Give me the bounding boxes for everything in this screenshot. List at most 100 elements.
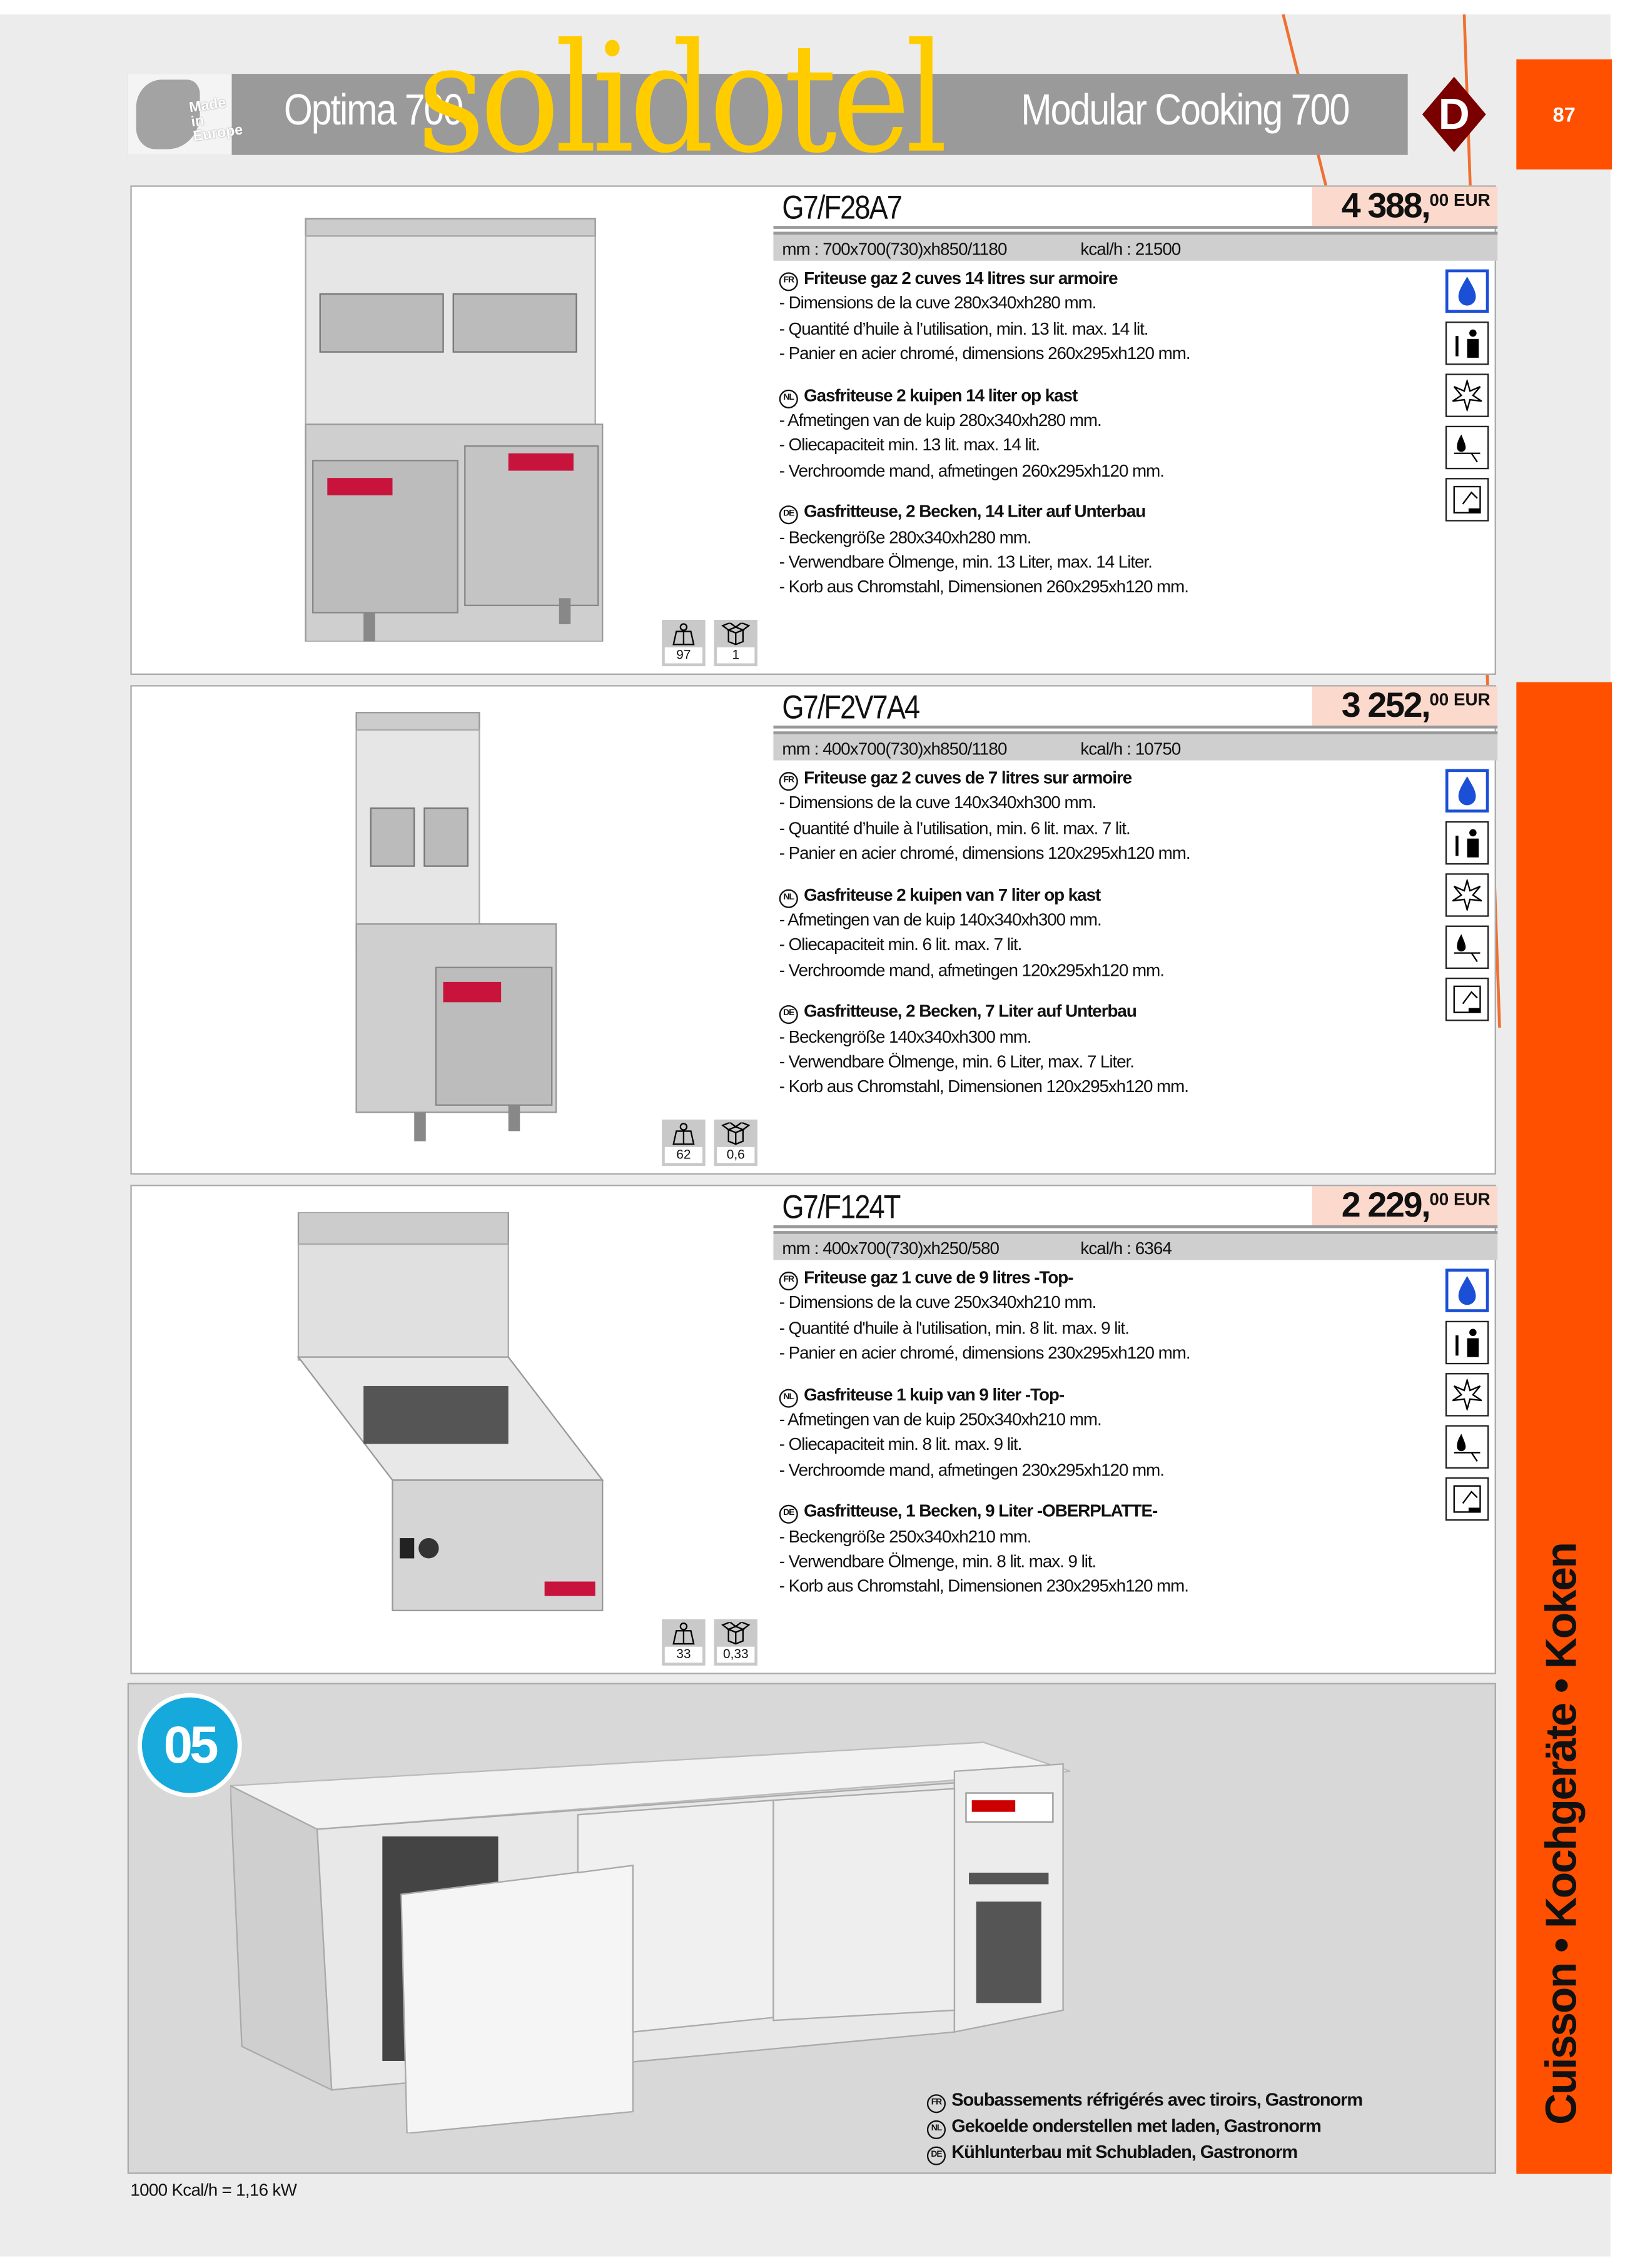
description-line: - Afmetingen van de kuip 280x340xh280 mm… [779,410,1102,430]
price-integer: 2 229, [1341,1186,1431,1225]
price-integer: 3 252, [1341,686,1431,726]
power-kcal: kcal/h : 6364 [1080,1238,1172,1259]
heading-text: Gasfriteuse 1 kuip van 9 liter -Top- [804,1384,1065,1405]
desc-text: Gekoelde onderstellen met laden, Gastron… [951,2115,1322,2137]
description-heading: NL Gasfriteuse 2 kuipen van 7 liter op ka… [779,883,1417,908]
cabinet-icon [1445,478,1489,522]
flag-nl-icon: NL [779,389,798,408]
page-number: 87 [1552,103,1576,126]
heading-text: Gasfritteuse, 2 Becken, 14 Liter auf Unt… [804,501,1146,522]
safety-thermostat-icon [1445,1425,1489,1469]
volume-indicator: 1 [714,620,758,667]
price-decimal-currency: 00 EUR [1429,190,1491,210]
heading-text: Gasfritteuse, 1 Becken, 9 Liter -OBERPLA… [804,1501,1158,1521]
description-line: - Dimensions de la cuve 250x340xh210 mm. [779,1292,1097,1313]
product-image [305,218,604,642]
description-line: - Quantité d'huile à l'utilisation, min.… [779,1317,1130,1339]
weight-icon [662,1120,705,1147]
weight-value: 33 [664,1646,703,1663]
box-icon [714,620,757,647]
heading-text: Friteuse gaz 2 cuves 14 litres sur armoi… [804,268,1118,288]
feature-icons [1445,1268,1489,1529]
feature-icons [1445,269,1489,530]
description-line: - Korb aus Chromstahl, Dimensionen 230x2… [779,1576,1189,1597]
desc-text: Kühlunterbau mit Schubladen, Gastronorm [951,2142,1298,2163]
heading-text: Gasfritteuse, 2 Becken, 7 Liter auf Unte… [804,1001,1137,1022]
description-line: - Korb aus Chromstahl, Dimensionen 260x2… [779,577,1189,598]
section-badge: 05 [137,1693,242,1798]
range-title: Modular Cooking 700 [1021,86,1350,135]
volume-indicator: 0,6 [714,1119,758,1166]
product-card: G7/F124T 2 229,00 EUR mm : 400x700(730)x… [130,1185,1498,1674]
description-line: - Beckengröße 140x340xh300 mm. [779,1026,1032,1047]
product-card: G7/F28A7 4 388,00 EUR mm : 700x700(730)x… [130,185,1498,676]
description-block-de: DE Gasfritteuse, 2 Becken, 7 Liter auf Un… [779,1000,1417,1100]
page-number-tab: 87 [1516,59,1612,170]
description-heading: DE Gasfritteuse, 2 Becken, 7 Liter auf Un… [779,1000,1417,1025]
dimensions: mm : 400x700(730)xh850/1180 [782,738,1007,759]
refrigerated-base-panel [127,1683,1496,2174]
flag-fr-icon: FR [779,1272,798,1291]
box-icon [714,1619,757,1647]
weight-value: 97 [664,647,703,664]
footer-note: 1000 Kcal/h = 1,16 kW [130,2179,297,2200]
description-heading: FR Friteuse gaz 1 cuve de 9 litres -Top- [779,1266,1417,1291]
price-box: 4 388,00 EUR [1312,186,1498,226]
flag-nl-icon: NL [779,888,798,908]
flag-nl-icon: NL [926,2120,946,2139]
piezo-ignition-icon [1445,873,1489,917]
description-line: - Quantité d’huile à l’utilisation, min.… [779,318,1149,339]
product-description: FR Friteuse gaz 2 cuves 14 litres sur arm… [779,266,1417,617]
heading-text: Gasfriteuse 2 kuipen van 7 liter op kast [804,884,1101,905]
product-card: G7/F2V7A4 3 252,00 EUR mm : 400x700(730)… [130,685,1498,1175]
dimensions: mm : 400x700(730)xh250/580 [782,1238,1000,1259]
description-line: - Oliecapaciteit min. 13 lit. max. 14 li… [779,435,1040,456]
description-heading: FR Friteuse gaz 2 cuves 14 litres sur arm… [779,266,1417,291]
series-title: Optima 700 [283,86,464,135]
cabinet-icon [1445,1477,1489,1521]
description-line: - Oliecapaciteit min. 6 lit. max. 7 lit. [779,934,1023,955]
heading-text: Friteuse gaz 1 cuve de 9 litres -Top- [804,1267,1073,1288]
volume-indicator: 0,33 [714,1619,758,1666]
description-block-nl: NL Gasfriteuse 1 kuip van 9 liter -Top- - … [779,1382,1417,1483]
product-title-row: G7/F28A7 4 388,00 EUR [773,186,1498,229]
description-line: - Verchroomde mand, afmetingen 230x295xh… [779,1459,1165,1481]
weight-icon [662,1619,705,1647]
desc-text: Soubassements réfrigérés avec tiroirs, G… [951,2090,1363,2110]
gas-flame-icon [1445,769,1489,813]
description-line: - Verchroomde mand, afmetingen 120x295xh… [779,959,1165,981]
power-kcal: kcal/h : 21500 [1080,239,1181,260]
description-heading: NL Gasfriteuse 2 kuipen 14 liter op kast [779,383,1417,408]
safety-thermostat-icon [1445,925,1489,969]
piezo-ignition-icon [1445,1373,1489,1417]
price-integer: 4 388, [1341,186,1431,226]
made-in-europe-text: Made in Europe [188,95,244,146]
product-code: G7/F124T [782,1187,901,1225]
description-heading: NL Gasfriteuse 1 kuip van 9 liter -Top- [779,1382,1417,1407]
weight-indicator: 33 [662,1619,706,1666]
heading-text: Gasfriteuse 2 kuipen 14 liter op kast [804,385,1078,405]
description-line: - Afmetingen van de kuip 140x340xh300 mm… [779,909,1102,930]
product-title-row: G7/F124T 2 229,00 EUR [773,1186,1498,1228]
product-description: FR Friteuse gaz 1 cuve de 9 litres -Top- -… [779,1266,1417,1616]
flag-de-icon: DE [926,2146,946,2165]
price-decimal-currency: 00 EUR [1429,689,1491,710]
flag-de-icon: DE [779,1005,798,1025]
product-code: G7/F28A7 [782,188,903,226]
box-icon [714,1120,757,1147]
heading-text: Friteuse gaz 2 cuves de 7 litres sur arm… [804,767,1132,788]
flag-nl-icon: NL [779,1388,798,1407]
description-line: - Panier en acier chromé, dimensions 260… [779,343,1191,364]
section-label: Cuisson • Kochgeräte • Koken [1538,1543,1586,2125]
product-image [355,712,557,1142]
technician-icon [1445,1320,1489,1365]
flag-fr-icon: FR [779,272,798,291]
